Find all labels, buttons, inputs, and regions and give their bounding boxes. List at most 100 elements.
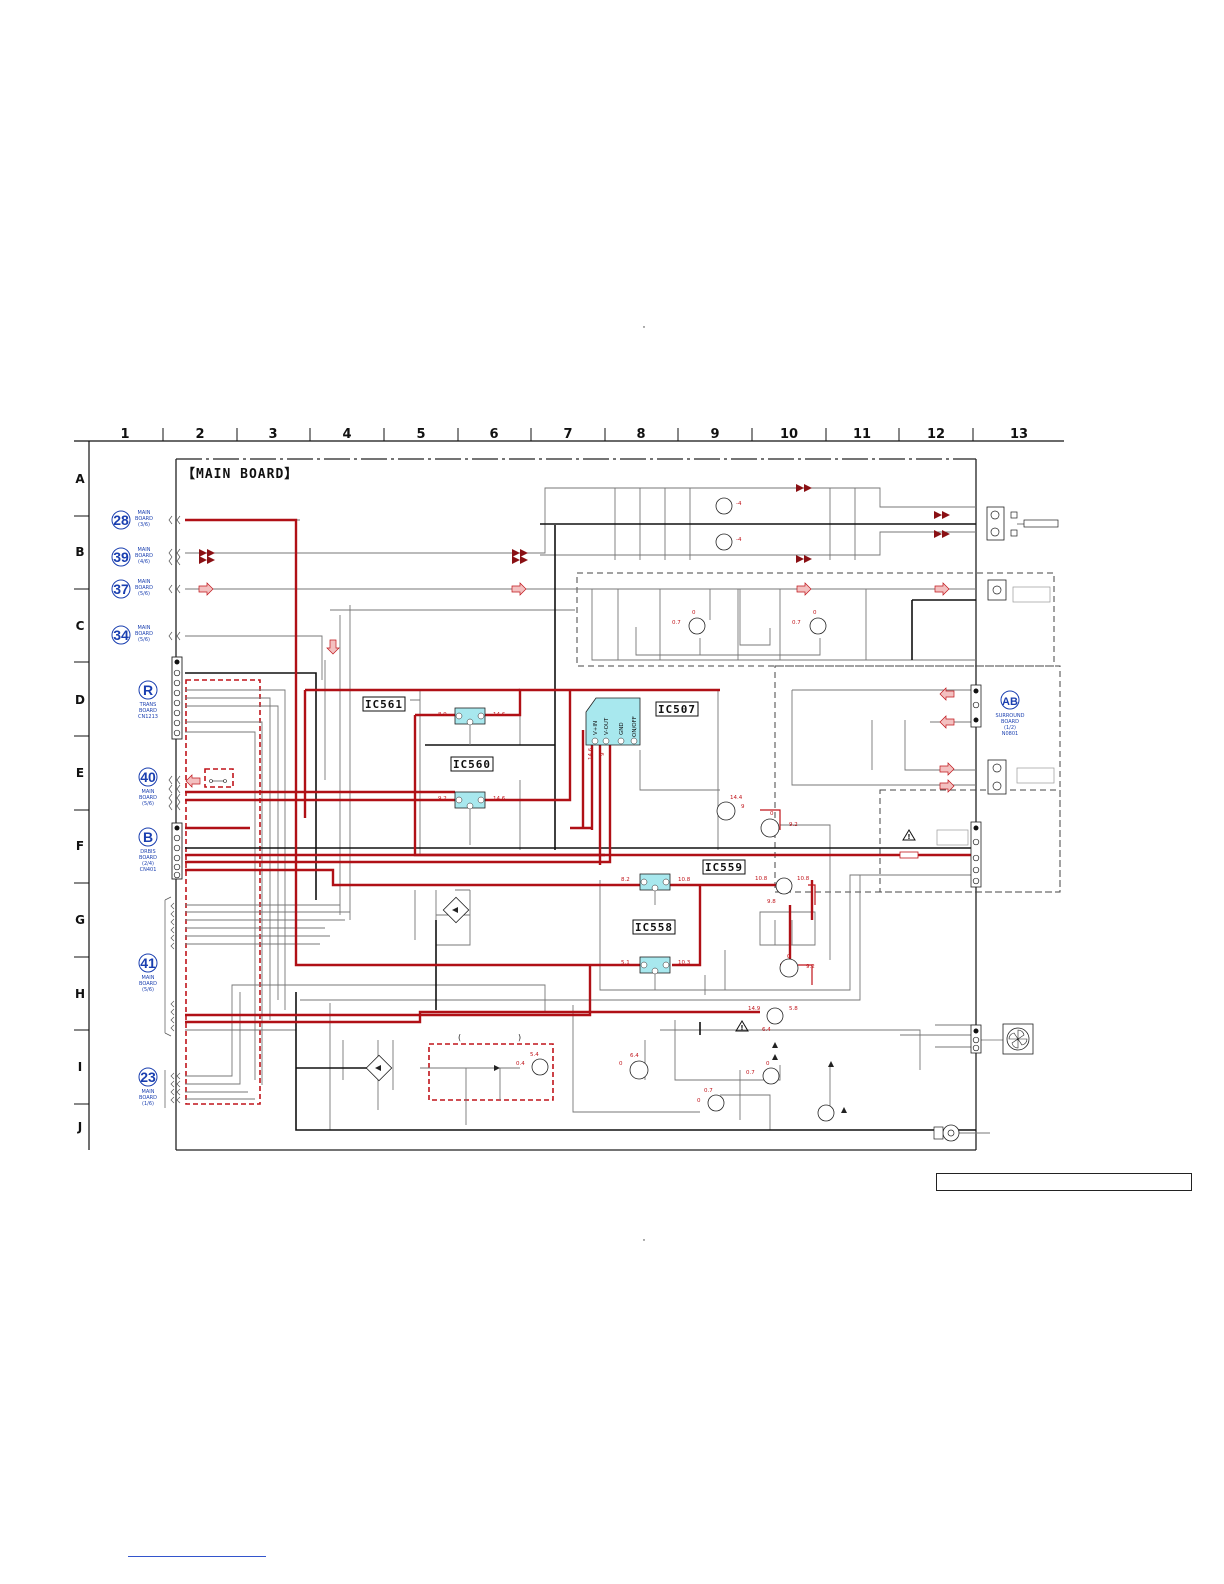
connector-B-badge [138, 827, 158, 847]
connector-37-l3: (5/6) [138, 591, 150, 597]
connector-41[interactable]: 41 MAIN BOARD (5/6) [138, 953, 158, 993]
transistor-h1 [779, 958, 799, 978]
connector-39[interactable]: 39 MAIN BOARD (4/6) [111, 547, 153, 567]
transistor-i3 [762, 1067, 780, 1085]
v-q-c1-c: 0 [692, 610, 696, 616]
connector-41-l1: MAIN [142, 975, 155, 981]
transistors [531, 497, 835, 1122]
ic507-pin-vout: V-OUT [604, 717, 610, 735]
footer-link-underline[interactable] [128, 1556, 266, 1557]
ic558-label-box: IC558 [632, 919, 676, 935]
connector-37[interactable]: 37 MAIN BOARD (5/6) [111, 579, 153, 599]
connector-28-id: 28 [113, 512, 129, 528]
connector-39-l3: (4/6) [138, 559, 150, 565]
ic560-body [454, 791, 486, 845]
ic507-body: V+IN V-OUT GND ON/OFF [585, 697, 641, 746]
v-q-g-e: 9.8 [767, 899, 776, 905]
connector-34-l2: BOARD [135, 631, 153, 637]
right-jack-e [987, 759, 1055, 795]
col-1: 1 [120, 427, 129, 442]
connector-R[interactable]: R TRANS BOARD CN1213 [138, 680, 158, 720]
transistor-protect [531, 1058, 549, 1076]
diodes [494, 1042, 847, 1113]
transistor-e1 [716, 801, 736, 821]
row-C: C [76, 619, 85, 633]
ic561-label: IC561 [365, 698, 403, 711]
power-wires [185, 518, 976, 1024]
v-q-c1-b: 0.7 [672, 620, 681, 626]
arrow-b4 [512, 556, 528, 564]
connector-41-badge [138, 953, 158, 973]
connector-23-badge [138, 1067, 158, 1087]
bridge-rectifier-i [365, 1054, 393, 1082]
v-q-g-b: 10.8 [755, 876, 768, 882]
right-terminal-ab [970, 684, 982, 728]
connector-34[interactable]: 34 MAIN BOARD (5/6) [111, 625, 153, 645]
col-9: 9 [710, 427, 719, 442]
connector-23-id: 23 [140, 1069, 156, 1085]
v-q-e-base: 14.4 [730, 795, 743, 801]
connector-40-l2: BOARD [139, 795, 157, 801]
connector-39-l2: BOARD [135, 553, 153, 559]
v-q-h-c: 9.2 [806, 964, 815, 970]
connector-AB-badge [1000, 690, 1020, 710]
hollow-arrow-ab1 [939, 687, 955, 701]
v-ic561-out: 14.6 [493, 712, 506, 718]
ic559-body [639, 873, 671, 905]
v-q-f-b: 0 [770, 811, 774, 817]
transistor-f1 [760, 818, 780, 838]
ic560-label-box: IC560 [450, 756, 494, 772]
arrow-b3 [512, 549, 528, 557]
col-10: 10 [780, 427, 798, 442]
connector-AB-l1: SURROUND [996, 713, 1025, 719]
connector-39-badge [111, 547, 131, 567]
connector-B[interactable]: B DRBIS BOARD (2/4) CN401 [138, 827, 158, 873]
connector-23[interactable]: 23 MAIN BOARD (1/6) [138, 1067, 158, 1107]
v-q-a2: -4 [736, 537, 742, 543]
v-q-i-e: 14.9 [748, 1006, 761, 1012]
ic560-label: IC560 [453, 758, 491, 771]
transistor-c1 [688, 617, 706, 635]
connector-37-l1: MAIN [138, 579, 151, 585]
ic507-pin-onoff: ON/OFF [632, 716, 638, 737]
fan-terminal [970, 1024, 982, 1054]
arrow-a1 [796, 484, 812, 492]
v-q-i2-a: 0 [619, 1061, 623, 1067]
ic561-label-box: IC561 [362, 696, 406, 712]
hollow-arrow-4 [934, 582, 950, 596]
connector-41-l3: (5/6) [142, 987, 154, 993]
reference-box [936, 1173, 1192, 1191]
terminal-block-B [171, 822, 183, 880]
column-ruler: 1 2 3 4 5 6 7 8 9 10 11 12 13 [74, 427, 1064, 442]
v-ic560-in: 9.2 [438, 796, 447, 802]
connector-40[interactable]: 40 MAIN BOARD (5/6) [138, 767, 158, 807]
diode-i1 [772, 1042, 778, 1048]
col-8: 8 [636, 427, 645, 442]
paren-open: ( [458, 1033, 461, 1042]
left-connector-pins [164, 515, 181, 1108]
connector-AB-l2: BOARD [1001, 719, 1019, 725]
connector-R-id: R [143, 682, 153, 698]
signal-wires [185, 487, 990, 1134]
col-5: 5 [416, 427, 425, 442]
v-ic559-in: 8.2 [621, 877, 630, 883]
ic558-label: IC558 [635, 921, 673, 934]
connector-40-badge [138, 767, 158, 787]
connector-B-l2: BOARD [139, 855, 157, 861]
connector-AB[interactable]: AB SURROUND BOARD (1/2) N0801 [996, 690, 1025, 737]
connector-28-l1: MAIN [138, 510, 151, 516]
svg-text:!: ! [740, 1024, 743, 1032]
bridge-rectifier-g [442, 896, 470, 924]
row-F: F [76, 839, 84, 853]
v-ic561-in: 8.9 [438, 712, 447, 718]
speaker-icon [933, 1124, 960, 1142]
diode-i2 [772, 1054, 778, 1060]
connector-37-badge [111, 579, 131, 599]
connector-34-id: 34 [113, 627, 129, 643]
ic559-label-box: IC559 [702, 859, 746, 875]
right-jack-a [986, 506, 1059, 541]
connector-37-l2: BOARD [135, 585, 153, 591]
v-q-i3-c: 0.7 [746, 1070, 755, 1076]
connector-28[interactable]: 28 MAIN BOARD (3/6) [111, 510, 153, 530]
connector-23-l2: BOARD [139, 1095, 157, 1101]
